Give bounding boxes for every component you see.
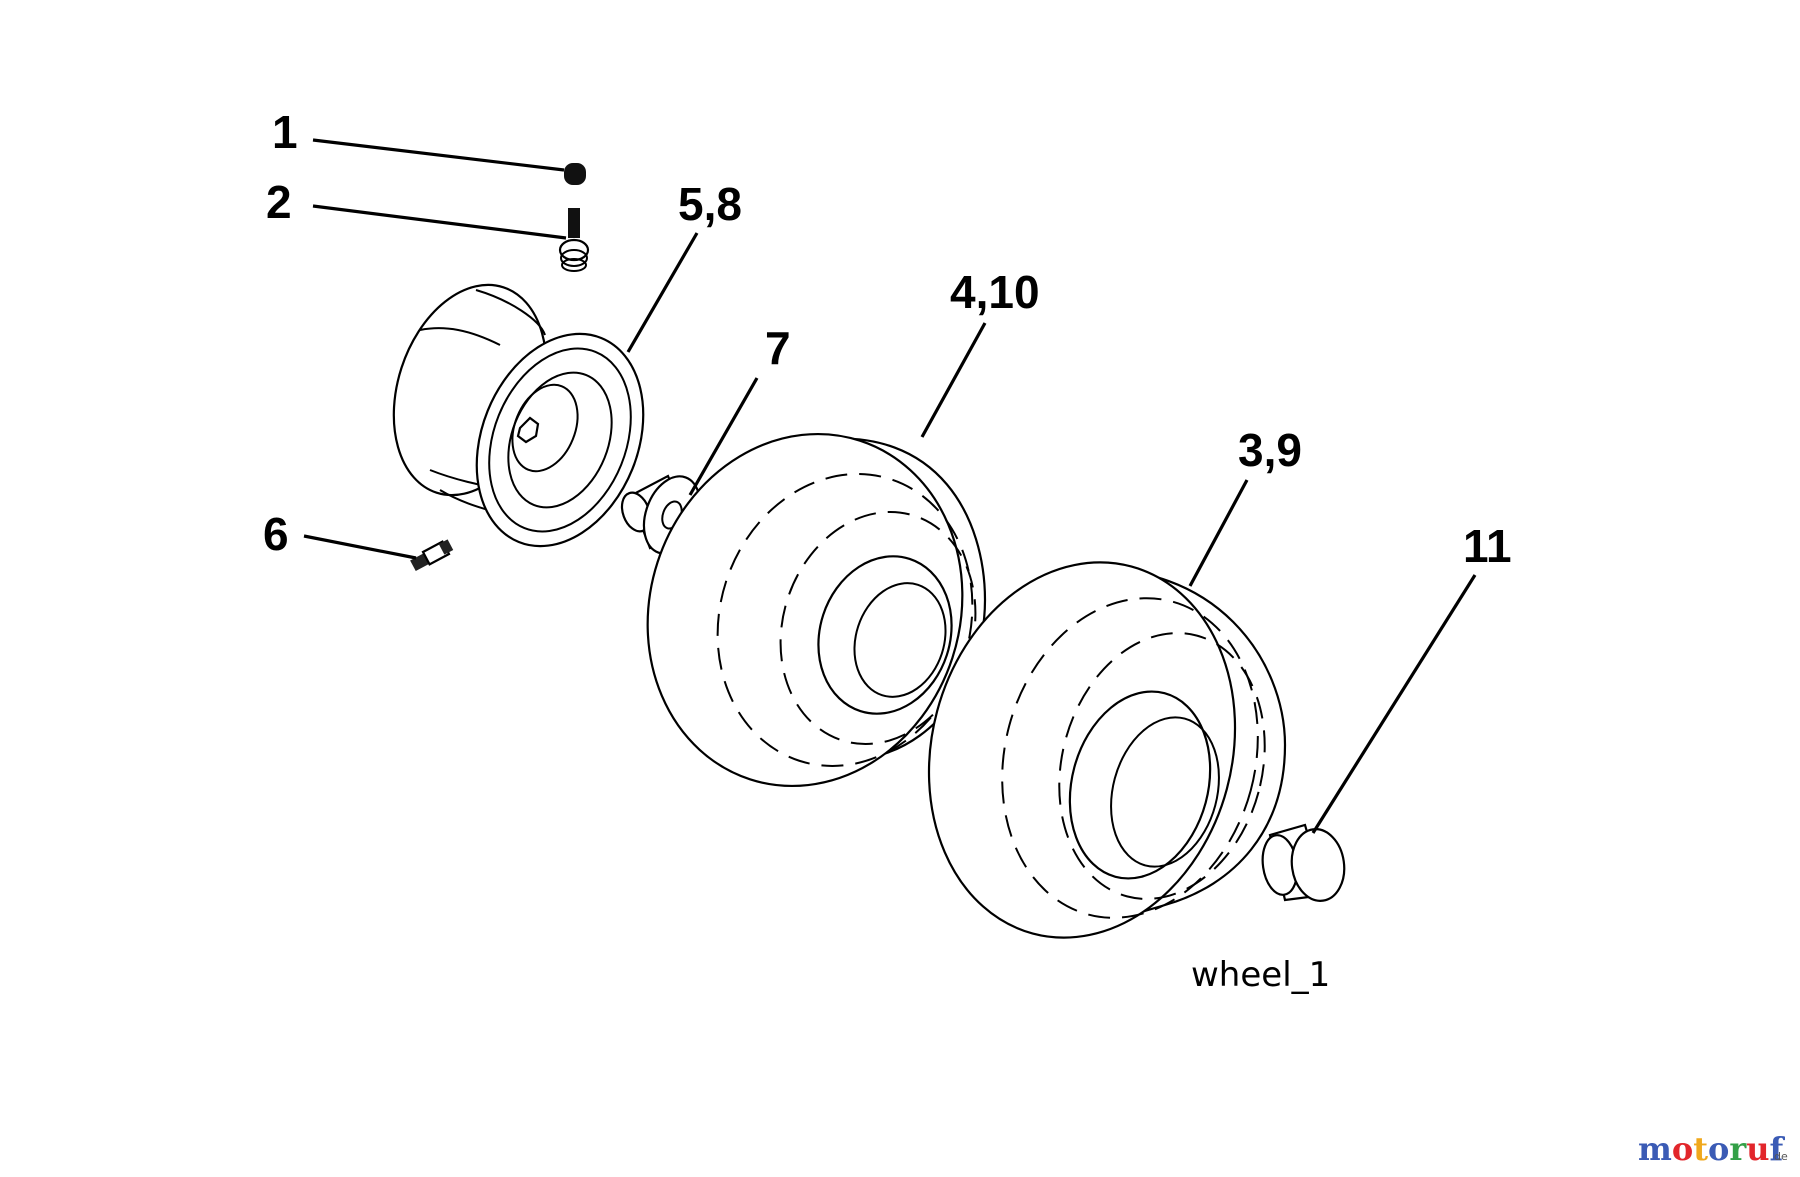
leader-line-6 xyxy=(303,534,417,560)
brand-letter: o xyxy=(1708,1130,1729,1168)
brand-logo-suffix: de xyxy=(1774,1150,1788,1163)
brand-watermark: motoruf de xyxy=(1638,1130,1788,1168)
callout-5-8: 5,8 xyxy=(678,178,742,230)
brand-letter: t xyxy=(1693,1130,1708,1168)
brand-letter: u xyxy=(1746,1130,1769,1168)
brand-letter: r xyxy=(1729,1130,1747,1168)
callout-11: 11 xyxy=(1463,520,1512,572)
leader-line-7 xyxy=(688,377,759,496)
valve-stem-part xyxy=(558,208,590,272)
brand-letter: o xyxy=(1672,1130,1693,1168)
front-tire-part xyxy=(646,432,987,788)
leader-line-5-8 xyxy=(626,232,699,353)
wheel-rim-part xyxy=(392,283,645,548)
callout-3-9: 3,9 xyxy=(1238,424,1302,476)
brand-letter: f xyxy=(1769,1130,1785,1168)
leader-line-2 xyxy=(312,204,567,240)
hub-cap-part xyxy=(1261,823,1346,902)
valve-cap-part xyxy=(564,163,586,185)
callout-2: 2 xyxy=(266,176,292,228)
leader-line-3-9 xyxy=(1188,479,1249,587)
brand-letter: m xyxy=(1638,1130,1672,1168)
diagram-caption: wheel_1 xyxy=(1191,955,1330,995)
leader-line-11 xyxy=(1311,574,1477,834)
leader-lines xyxy=(303,138,1477,834)
callout-1: 1 xyxy=(272,106,298,158)
grease-fitting-part xyxy=(410,539,454,572)
rear-tire-part xyxy=(927,561,1287,939)
leader-line-1 xyxy=(312,138,565,172)
callout-6: 6 xyxy=(263,508,289,560)
callout-labels: 1 2 5,8 4,10 7 3,9 6 11 xyxy=(263,106,1512,572)
callout-7: 7 xyxy=(765,322,791,374)
brand-logo-text: motoruf xyxy=(1638,1130,1785,1168)
leader-line-4-10 xyxy=(920,322,987,438)
callout-4-10: 4,10 xyxy=(950,266,1040,318)
